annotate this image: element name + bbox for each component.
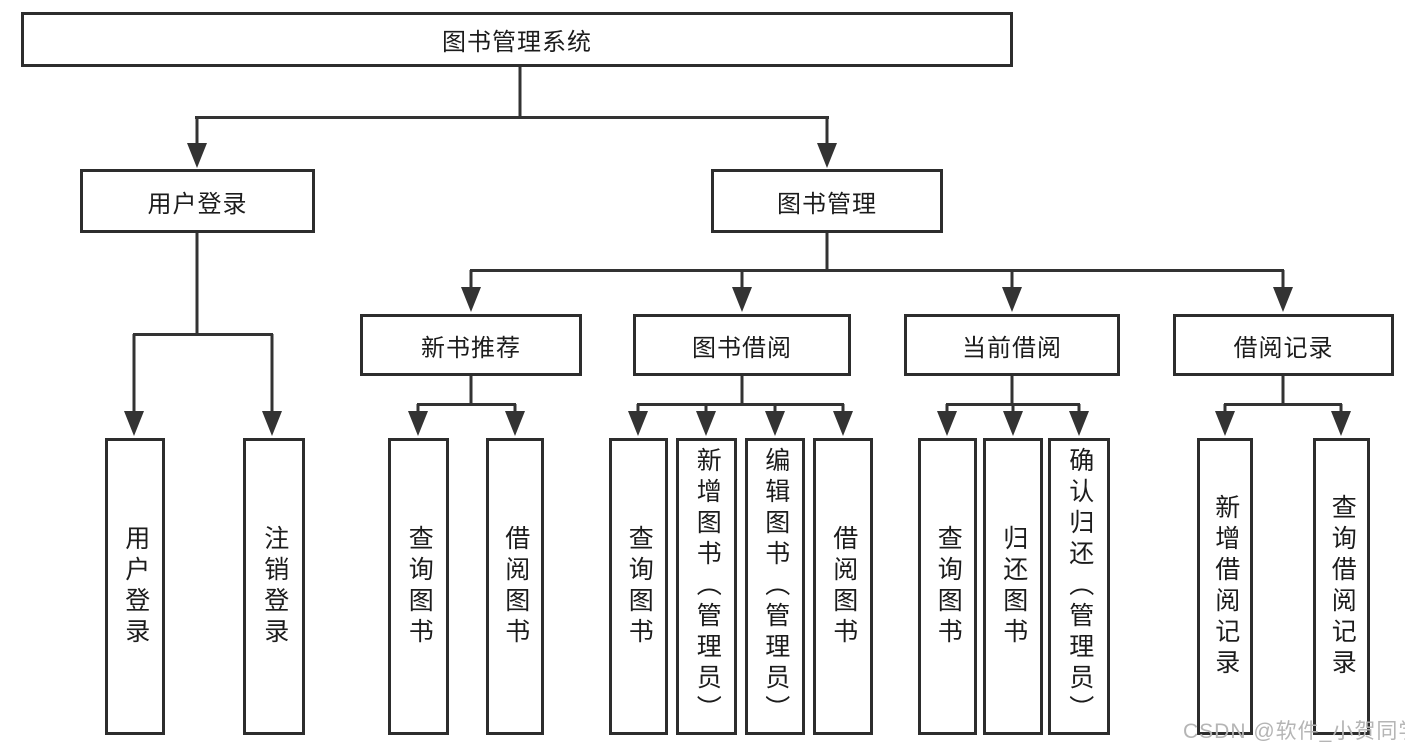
leaf-borrow-query-books-label: 查询图书 — [625, 524, 654, 649]
leaf-borrow-query-books: 查询图书 — [609, 438, 668, 735]
leaf-current-query-books-label: 查询图书 — [934, 524, 963, 649]
leaf-add-books-admin: 新增图书（管理员） — [676, 438, 737, 735]
leaf-newbook-query-books: 查询图书 — [388, 438, 449, 735]
leaf-logout: 注销登录 — [243, 438, 305, 735]
node-borrow-record: 借阅记录 — [1173, 314, 1394, 376]
node-root-label: 图书管理系统 — [442, 29, 592, 56]
leaf-add-books-admin-label: 新增图书（管理员） — [693, 447, 722, 726]
leaf-newbook-borrow-books-label: 借阅图书 — [501, 524, 530, 649]
node-new-book-recommend: 新书推荐 — [360, 314, 582, 376]
leaf-return-books-label: 归还图书 — [999, 524, 1028, 649]
node-user-login: 用户登录 — [80, 169, 315, 233]
leaf-borrow-books-label: 借阅图书 — [829, 524, 858, 649]
leaf-add-borrow-record-label: 新增借阅记录 — [1211, 493, 1240, 680]
node-book-borrow-label: 图书借阅 — [692, 334, 792, 362]
leaf-edit-books-admin-label: 编辑图书（管理员） — [761, 447, 790, 726]
leaf-confirm-return-admin: 确认归还（管理员） — [1048, 438, 1110, 735]
leaf-return-books: 归还图书 — [983, 438, 1043, 735]
node-root: 图书管理系统 — [21, 12, 1013, 67]
node-new-book-recommend-label: 新书推荐 — [421, 334, 521, 362]
leaf-add-borrow-record: 新增借阅记录 — [1197, 438, 1253, 735]
leaf-newbook-borrow-books: 借阅图书 — [486, 438, 544, 735]
leaf-confirm-return-admin-label: 确认归还（管理员） — [1065, 447, 1094, 726]
node-book-management-label: 图书管理 — [777, 190, 877, 218]
watermark: CSDN @软件_小贺同学 — [1183, 720, 1405, 743]
node-current-borrow: 当前借阅 — [904, 314, 1120, 376]
arrowhead-down-icons — [124, 143, 1351, 436]
leaf-borrow-books: 借阅图书 — [813, 438, 873, 735]
node-current-borrow-label: 当前借阅 — [962, 334, 1062, 362]
connector-lines — [132, 64, 1343, 414]
node-borrow-record-label: 借阅记录 — [1233, 334, 1334, 362]
node-user-login-label: 用户登录 — [147, 190, 248, 218]
leaf-logout-label: 注销登录 — [260, 524, 289, 649]
leaf-newbook-query-books-label: 查询图书 — [405, 524, 434, 649]
leaf-current-query-books: 查询图书 — [918, 438, 977, 735]
leaf-query-borrow-record-label: 查询借阅记录 — [1328, 493, 1357, 680]
leaf-user-login: 用户登录 — [105, 438, 165, 735]
leaf-edit-books-admin: 编辑图书（管理员） — [745, 438, 805, 735]
leaf-user-login-label: 用户登录 — [121, 524, 150, 649]
leaf-query-borrow-record: 查询借阅记录 — [1313, 438, 1370, 735]
node-book-borrow: 图书借阅 — [633, 314, 851, 376]
node-book-management: 图书管理 — [711, 169, 943, 233]
